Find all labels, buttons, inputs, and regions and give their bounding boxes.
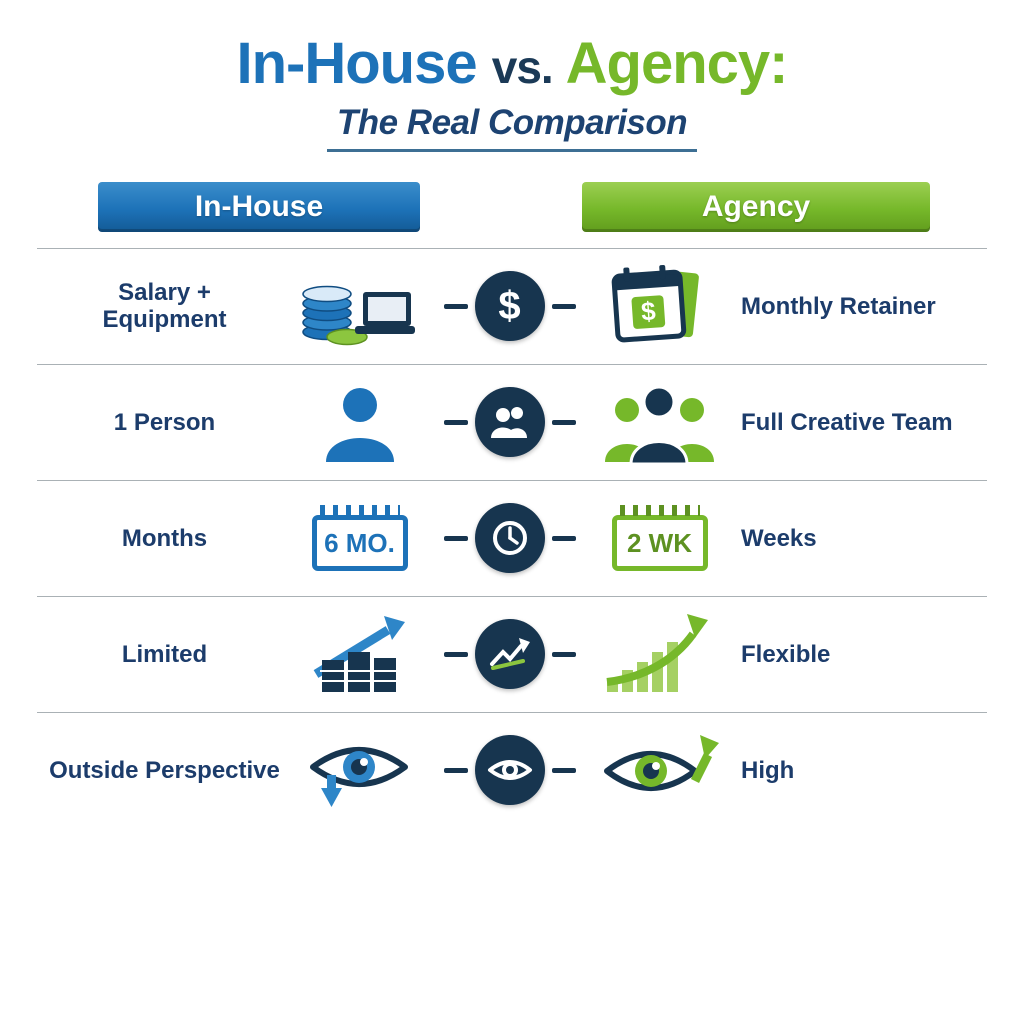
cost-right-label: Monthly Retainer <box>741 292 936 320</box>
connector-dash <box>551 535 576 541</box>
page-subtitle: The Real Comparison <box>326 103 698 152</box>
flex-left-icon-cell <box>292 610 427 698</box>
perspective-connector <box>427 735 592 806</box>
team-left-icon-cell <box>292 378 427 466</box>
row-team: 1 Person <box>37 363 987 480</box>
agency-column-header: Agency <box>582 181 930 232</box>
connector-dash <box>551 651 576 657</box>
eye-glyph <box>487 760 532 781</box>
cost-right-icon-cell: $ <box>592 262 727 350</box>
cost-left-label: Salary + Equipment <box>102 278 227 334</box>
svg-text:$: $ <box>640 296 657 327</box>
row-flexibility: Limited <box>37 595 987 712</box>
calendar-6mo-text: 6 MO. <box>324 527 395 558</box>
connector-dash <box>551 767 576 773</box>
calendar-2wk-text: 2 WK <box>627 527 692 558</box>
calendar-2-weeks-icon: 2 WK <box>611 505 708 572</box>
time-right-icon-cell: 2 WK <box>592 505 727 572</box>
perspective-right-icon-cell <box>592 727 727 813</box>
people-circle-icon <box>474 387 545 458</box>
inhouse-column-header: In-House <box>98 181 420 232</box>
calendar-6-months-icon: 6 MO. <box>311 505 408 572</box>
connector-dash <box>551 303 576 309</box>
flex-left-label: Limited <box>121 640 208 668</box>
row-perspective: Outside Perspective <box>37 711 987 828</box>
time-right-label: Weeks <box>741 524 817 552</box>
time-left-icon-cell: 6 MO. <box>292 505 427 572</box>
trend-circle-icon <box>474 619 545 690</box>
connector-dash <box>443 303 468 309</box>
title-inhouse: In-House <box>236 31 478 96</box>
trend-glyph <box>489 638 530 671</box>
time-left-label: Months <box>121 524 208 552</box>
connector-dash <box>443 535 468 541</box>
eye-circle-icon <box>474 735 545 806</box>
eye-arrow-down-icon <box>310 747 408 808</box>
single-person-icon <box>325 388 394 463</box>
creative-team-icon <box>605 385 714 466</box>
cost-left-icon-cell <box>292 262 427 350</box>
row-cost: Salary + Equipment <box>37 247 987 364</box>
page-title: In-House vs. Agency: <box>0 31 1024 96</box>
clock-circle-icon <box>474 503 545 574</box>
team-connector <box>427 387 592 458</box>
row-time: Months 6 MO. 2 WK <box>37 479 987 596</box>
growth-arrow-icon <box>606 614 708 693</box>
calendar-dollar-icon: $ <box>611 265 699 343</box>
team-right-label: Full Creative Team <box>741 408 953 436</box>
time-connector <box>427 503 592 574</box>
flex-right-icon-cell <box>592 610 727 698</box>
coins-and-laptop-icon <box>302 286 415 346</box>
title-vs: vs. <box>491 41 554 93</box>
eye-arrow-up-icon <box>604 735 719 792</box>
perspective-left-label: Outside Perspective <box>49 756 280 784</box>
dollar-circle-icon: $ <box>474 271 545 342</box>
connector-dash <box>443 767 468 773</box>
clock-glyph <box>492 521 527 556</box>
connector-dash <box>443 419 468 425</box>
people-glyph <box>490 407 527 439</box>
perspective-right-label: High <box>741 756 795 784</box>
title-agency: Agency: <box>565 31 789 96</box>
team-right-icon-cell <box>592 378 727 466</box>
connector-dash <box>443 651 468 657</box>
column-headers: In-House Agency <box>0 181 1024 232</box>
flex-connector <box>427 619 592 690</box>
bar-chart-arrow-icon <box>313 616 405 693</box>
team-left-label: 1 Person <box>113 408 216 436</box>
flex-right-label: Flexible <box>741 640 831 668</box>
cost-connector: $ <box>427 271 592 342</box>
dollar-glyph: $ <box>498 283 521 328</box>
comparison-table: Salary + Equipment <box>37 247 987 828</box>
title-block: In-House vs. Agency: The Real Comparison <box>0 0 1024 152</box>
connector-dash <box>551 419 576 425</box>
perspective-left-icon-cell <box>292 727 427 813</box>
